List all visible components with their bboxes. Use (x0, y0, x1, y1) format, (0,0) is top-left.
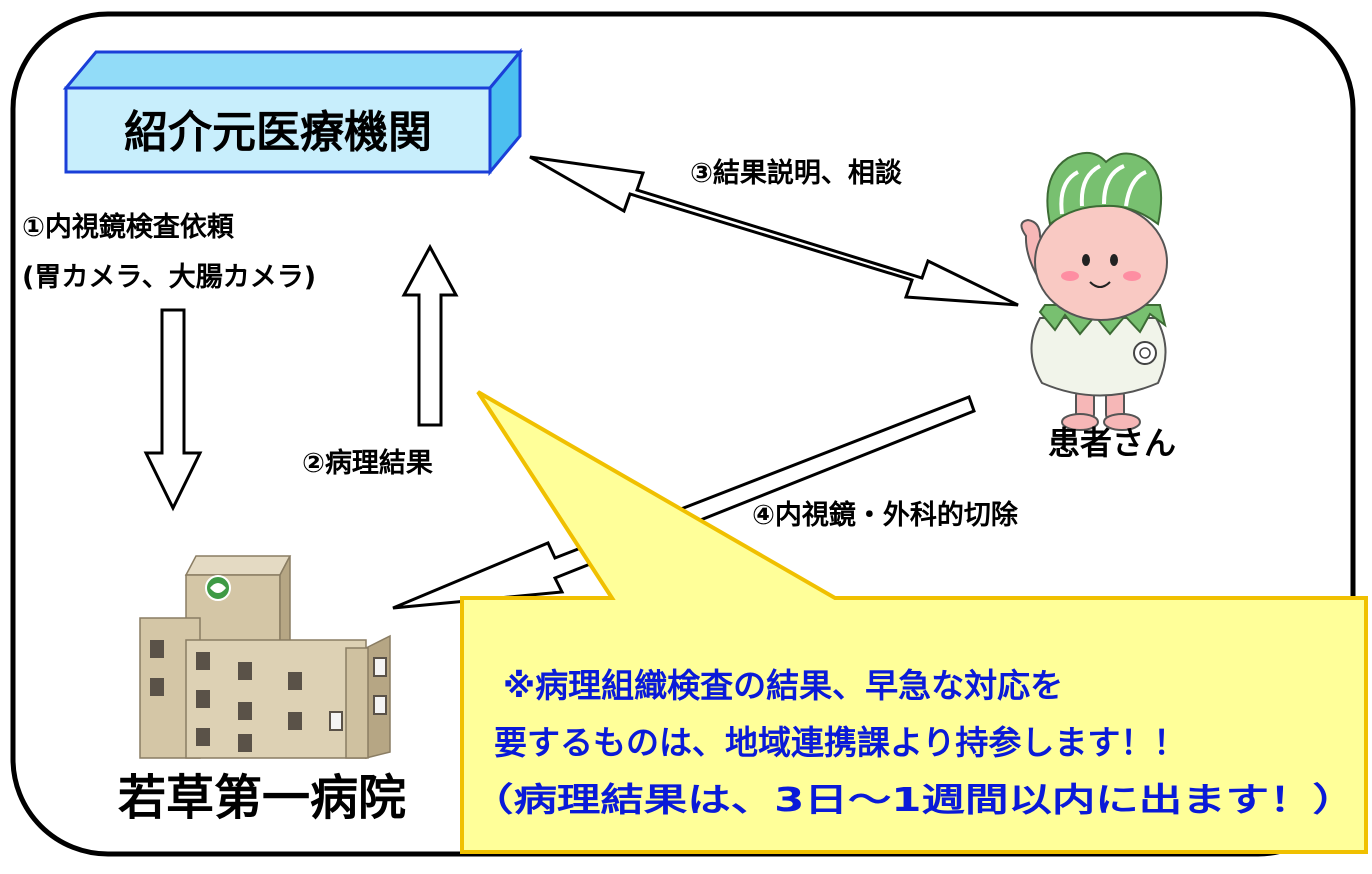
callout-line2: 要するものは、地域連携課より持参します！！ (494, 723, 1186, 762)
callout-line3: （病理結果は、3日～1週間以内に出ます！） (470, 780, 1356, 819)
patient-label: 患者さん (1048, 424, 1176, 462)
callout-shape (460, 390, 1368, 854)
hospital-name: 若草第一病院 (118, 770, 406, 826)
step1-label: ①内視鏡検査依頼 (22, 211, 235, 243)
step1-sublabel: (胃カメラ、大腸カメラ) (22, 262, 316, 293)
step2-label: ②病理結果 (302, 447, 433, 479)
referral-institution-box: 紹介元医療機関 (62, 47, 524, 177)
hospital-building-icon (139, 555, 391, 759)
callout-line1: ※病理組織検査の結果、早急な対応を (503, 666, 1063, 705)
patient-mascot-icon (1020, 151, 1168, 431)
box-top-face (62, 50, 524, 90)
arrow-explanation-bidirectional (529, 155, 1019, 307)
arrow-down-request (143, 308, 203, 512)
step4-label: ④内視鏡・外科的切除 (752, 499, 1019, 531)
step3-label: ③結果説明、相談 (690, 157, 903, 189)
arrow-up-pathology (401, 243, 459, 427)
box-front-face (64, 86, 492, 174)
callout-bubble: ※病理組織検査の結果、早急な対応を 要するものは、地域連携課より持参します！！ … (460, 390, 1368, 854)
referral-institution-label: 紹介元医療機関 (124, 107, 432, 158)
